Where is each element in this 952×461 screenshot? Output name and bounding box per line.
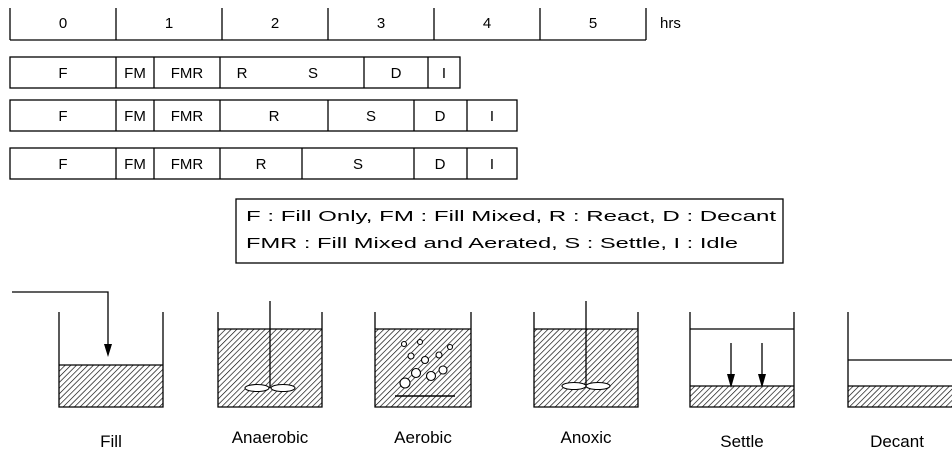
time-axis: 0 1 2 3 4 5 hrs: [9, 8, 681, 41]
schedule-row-3: F FM FMR R S D I: [9, 147, 518, 180]
mixer-icon: [244, 301, 296, 393]
phase-cell: F: [58, 65, 67, 82]
tick-label: 5: [589, 15, 597, 32]
tank-aerobic: Aerobic: [374, 312, 472, 447]
phase-cell: I: [490, 156, 494, 173]
phase-cell: R: [269, 108, 280, 125]
aeration-bubbles-icon: [395, 338, 455, 397]
phase-cell: D: [435, 156, 446, 173]
tank-label: Anaerobic: [232, 428, 309, 447]
schedule-row-2: F FM FMR R S D I: [9, 99, 518, 132]
phase-cell: D: [391, 65, 402, 82]
tank-label: Settle: [720, 432, 763, 451]
phase-cell: R: [256, 156, 267, 173]
phase-cell: FMR: [171, 108, 204, 125]
phase-cell: S: [308, 65, 318, 82]
tick-label: 1: [165, 15, 173, 32]
tank-label: Decant: [870, 432, 924, 451]
tank-anaerobic: Anaerobic: [217, 301, 323, 447]
mixer-icon: [561, 301, 611, 391]
tick-label: 3: [377, 15, 385, 32]
phase-cell: D: [435, 108, 446, 125]
fill-arrow-icon: [12, 291, 112, 357]
legend-line-1: F : Fill Only, FM : Fill Mixed, R : Reac…: [246, 208, 777, 225]
phase-cell: FMR: [171, 65, 204, 82]
settling-arrows-icon: [727, 343, 766, 388]
time-unit-label: hrs: [660, 15, 681, 32]
decant-level-icon: [848, 359, 952, 387]
tank-settle: Settle: [689, 312, 795, 451]
tank-label: Anoxic: [560, 428, 612, 447]
tank-decant: Decant: [847, 312, 952, 451]
tick-label: 2: [271, 15, 279, 32]
tank-anoxic: Anoxic: [533, 301, 639, 447]
phase-cell: F: [58, 156, 67, 173]
phase-cell: I: [442, 65, 446, 82]
phase-cell: FMR: [171, 156, 204, 173]
tank-label: Fill: [100, 432, 122, 451]
phase-cell: S: [366, 108, 376, 125]
legend-line-2: FMR : Fill Mixed and Aerated, S : Settle…: [246, 235, 738, 252]
tank-fill: Fill: [12, 291, 164, 451]
phase-cell: FM: [124, 156, 146, 173]
tank-label: Aerobic: [394, 428, 452, 447]
phase-legend: F : Fill Only, FM : Fill Mixed, R : Reac…: [235, 198, 784, 264]
phase-cell: FM: [124, 65, 146, 82]
phase-cell: S: [353, 156, 363, 173]
tick-label: 4: [483, 15, 491, 32]
schedule-row-1: F FM FMR R S D I: [9, 56, 461, 89]
phase-cell: FM: [124, 108, 146, 125]
phase-cell: F: [58, 108, 67, 125]
phase-cell: I: [490, 108, 494, 125]
phase-cell: R: [237, 65, 248, 82]
tick-label: 0: [59, 15, 67, 32]
